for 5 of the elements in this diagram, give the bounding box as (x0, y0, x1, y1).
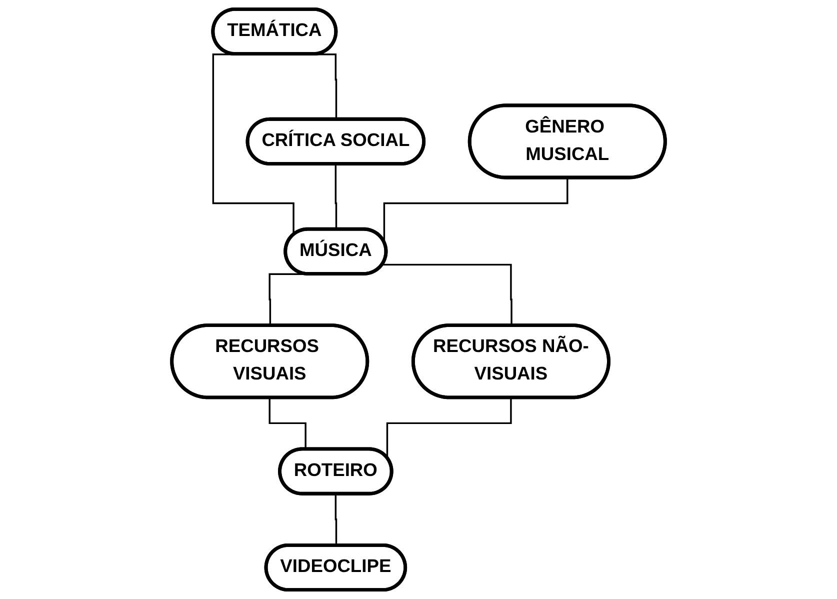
connector (383, 177, 569, 242)
connector (386, 397, 512, 458)
connector (382, 264, 512, 326)
connector (334, 164, 338, 230)
connector (334, 493, 338, 546)
